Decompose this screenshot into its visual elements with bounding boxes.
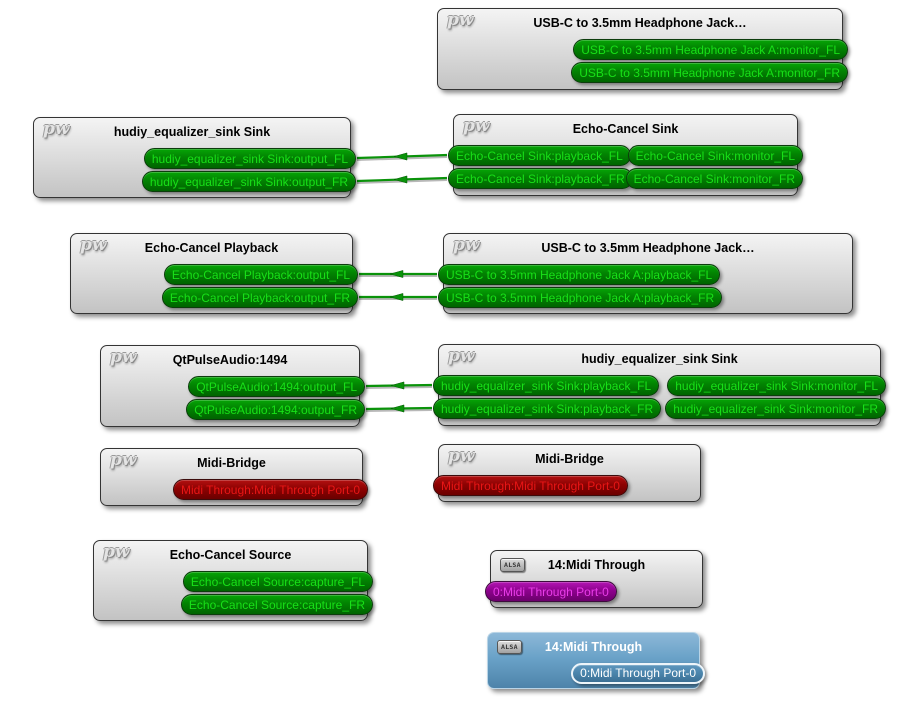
node-title: hudiy_equalizer_sink Sink — [581, 352, 738, 366]
port-midi-through-midi-through-port-0[interactable]: Midi Through:Midi Through Port-0 — [173, 479, 368, 500]
port-hudiy-equalizer-sink-sink-output-fr[interactable]: hudiy_equalizer_sink Sink:output_FR — [141, 171, 356, 192]
port-usb-c-to-3-5mm-headphone-jack-a-monitor-fr[interactable]: USB-C to 3.5mm Headphone Jack A:monitor_… — [571, 62, 848, 83]
pipewire-icon: pw — [110, 450, 137, 470]
port-0-midi-through-port-0[interactable]: 0:Midi Through Port-0 — [485, 581, 617, 602]
node-title: 14:Midi Through — [544, 640, 643, 654]
connection-link[interactable] — [359, 270, 437, 278]
link-arrow-icon — [393, 152, 408, 161]
port-hudiy-equalizer-sink-sink-playback-fl[interactable]: hudiy_equalizer_sink Sink:playback_FL — [433, 375, 660, 396]
port-usb-c-to-3-5mm-headphone-jack-a-playback-fl[interactable]: USB-C to 3.5mm Headphone Jack A:playback… — [438, 264, 721, 285]
connection-link[interactable] — [356, 175, 448, 184]
port-hudiy-equalizer-sink-sink-monitor-fr[interactable]: hudiy_equalizer_sink Sink:monitor_FR — [665, 398, 886, 419]
pipewire-icon: pw — [448, 346, 475, 366]
link-arrow-icon — [393, 175, 408, 184]
port-midi-through-midi-through-port-0[interactable]: Midi Through:Midi Through Port-0 — [433, 475, 628, 496]
pipewire-icon: pw — [448, 446, 475, 466]
connection-link[interactable] — [365, 381, 433, 390]
node-title: Echo-Cancel Playback — [144, 241, 279, 255]
pipewire-icon: pw — [103, 542, 130, 562]
node-hudiy-equalizer-sink-output[interactable]: pw hudiy_equalizer_sink Sink hudiy_equaliz… — [33, 117, 356, 198]
link-arrow-icon — [390, 404, 405, 413]
node-title: Midi-Bridge — [535, 452, 604, 466]
port-usb-c-to-3-5mm-headphone-jack-a-playback-fr[interactable]: USB-C to 3.5mm Headphone Jack A:playback… — [438, 287, 723, 308]
connection-link[interactable] — [359, 293, 437, 301]
node-alsa-midi-through-output-selected[interactable]: ALSA 14:Midi Through 0:Midi Through Port-0 — [487, 632, 705, 689]
pipewire-icon: pw — [43, 119, 70, 139]
pipewire-icon: pw — [463, 116, 490, 136]
node-usb-headphone-jack-monitor[interactable]: pw USB-C to 3.5mm Headphone Jack… USB-C to… — [437, 8, 848, 90]
port-0-midi-through-port-0[interactable]: 0:Midi Through Port-0 — [571, 663, 705, 684]
port-echo-cancel-playback-output-fl[interactable]: Echo-Cancel Playback:output_FL — [163, 264, 358, 285]
link-arrow-icon — [389, 293, 404, 301]
node-title: Midi-Bridge — [197, 456, 266, 470]
connection-link[interactable] — [356, 152, 448, 161]
connection-link[interactable] — [365, 404, 433, 413]
node-hudiy-equalizer-sink-playback[interactable]: pw hudiy_equalizer_sink Sink hudiy_equaliz… — [433, 344, 886, 426]
port-echo-cancel-source-capture-fl[interactable]: Echo-Cancel Source:capture_FL — [182, 571, 373, 592]
port-echo-cancel-sink-monitor-fl[interactable]: Echo-Cancel Sink:monitor_FL — [627, 145, 803, 166]
alsa-icon: ALSA — [497, 640, 522, 654]
port-qtpulseaudio-1494-output-fl[interactable]: QtPulseAudio:1494:output_FL — [188, 376, 365, 397]
port-echo-cancel-sink-playback-fl[interactable]: Echo-Cancel Sink:playback_FL — [448, 145, 631, 166]
port-echo-cancel-source-capture-fr[interactable]: Echo-Cancel Source:capture_FR — [180, 594, 373, 615]
node-title: Echo-Cancel Sink — [572, 122, 679, 136]
link-arrow-icon — [389, 270, 404, 278]
port-qtpulseaudio-1494-output-fr[interactable]: QtPulseAudio:1494:output_FR — [186, 399, 365, 420]
node-title: USB-C to 3.5mm Headphone Jack… — [533, 16, 747, 30]
node-title: hudiy_equalizer_sink Sink — [113, 125, 271, 139]
pipewire-icon: pw — [447, 10, 474, 30]
node-usb-headphone-jack-playback[interactable]: pw USB-C to 3.5mm Headphone Jack… USB-C to… — [438, 233, 853, 314]
pipewire-icon: pw — [453, 235, 480, 255]
alsa-icon: ALSA — [500, 558, 525, 572]
port-hudiy-equalizer-sink-sink-playback-fr[interactable]: hudiy_equalizer_sink Sink:playback_FR — [433, 398, 662, 419]
port-usb-c-to-3-5mm-headphone-jack-a-monitor-fl[interactable]: USB-C to 3.5mm Headphone Jack A:monitor_… — [573, 39, 848, 60]
node-alsa-midi-through-input[interactable]: ALSA 14:Midi Through 0:Midi Through Port-0 — [485, 550, 703, 608]
node-title: QtPulseAudio:1494 — [172, 353, 288, 367]
node-title: 14:Midi Through — [547, 558, 646, 572]
port-echo-cancel-sink-monitor-fr[interactable]: Echo-Cancel Sink:monitor_FR — [625, 168, 803, 189]
link-arrow-icon — [390, 381, 405, 390]
port-hudiy-equalizer-sink-sink-output-fl[interactable]: hudiy_equalizer_sink Sink:output_FL — [143, 148, 356, 169]
node-title: Echo-Cancel Source — [169, 548, 292, 562]
port-hudiy-equalizer-sink-sink-monitor-fl[interactable]: hudiy_equalizer_sink Sink:monitor_FL — [667, 375, 886, 396]
port-echo-cancel-sink-playback-fr[interactable]: Echo-Cancel Sink:playback_FR — [448, 168, 633, 189]
node-title: USB-C to 3.5mm Headphone Jack… — [541, 241, 755, 255]
port-echo-cancel-playback-output-fr[interactable]: Echo-Cancel Playback:output_FR — [161, 287, 358, 308]
pipewire-icon: pw — [110, 347, 137, 367]
pipewire-icon: pw — [80, 235, 107, 255]
